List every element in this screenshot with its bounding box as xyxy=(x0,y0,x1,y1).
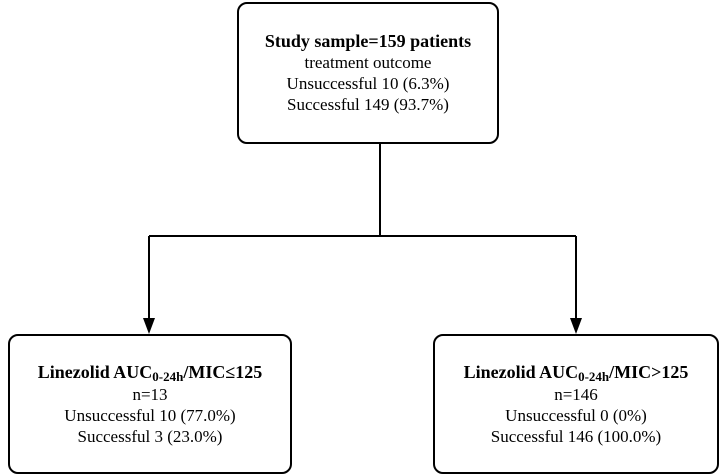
high-auc-mic-box: Linezolid AUC0-24h/MIC>125 n=146 Unsucce… xyxy=(433,334,719,474)
low-title-threshold: /MIC≤125 xyxy=(183,361,263,382)
high-n: n=146 xyxy=(554,384,598,404)
high-title-main: Linezolid AUC xyxy=(463,361,579,382)
low-title-subscript: 0-24h xyxy=(152,368,184,384)
high-auc-mic-title: Linezolid AUC0-24h/MIC>125 xyxy=(464,362,689,384)
successful-total: Successful 149 (93.7%) xyxy=(287,95,449,114)
low-unsuccessful: Unsuccessful 10 (77.0%) xyxy=(64,405,236,425)
treatment-outcome-label: treatment outcome xyxy=(304,53,432,72)
low-successful: Successful 3 (23.0%) xyxy=(77,426,223,446)
low-n: n=13 xyxy=(132,384,168,404)
unsuccessful-total: Unsuccessful 10 (6.3%) xyxy=(286,74,450,93)
high-title-subscript: 0-24h xyxy=(578,368,610,384)
low-auc-mic-box: Linezolid AUC0-24h/MIC≤125 n=13 Unsucces… xyxy=(8,334,292,474)
right-arrowhead xyxy=(570,318,582,334)
high-successful: Successful 146 (100.0%) xyxy=(490,426,662,446)
study-sample-box: Study sample=159 patients treatment outc… xyxy=(237,2,499,144)
high-unsuccessful: Unsuccessful 0 (0%) xyxy=(505,405,647,425)
study-sample-title: Study sample=159 patients xyxy=(264,31,472,51)
low-auc-mic-title: Linezolid AUC0-24h/MIC≤125 xyxy=(38,362,262,384)
left-arrowhead xyxy=(143,318,155,334)
low-title-main: Linezolid AUC xyxy=(37,361,153,382)
high-title-threshold: /MIC>125 xyxy=(609,361,689,382)
